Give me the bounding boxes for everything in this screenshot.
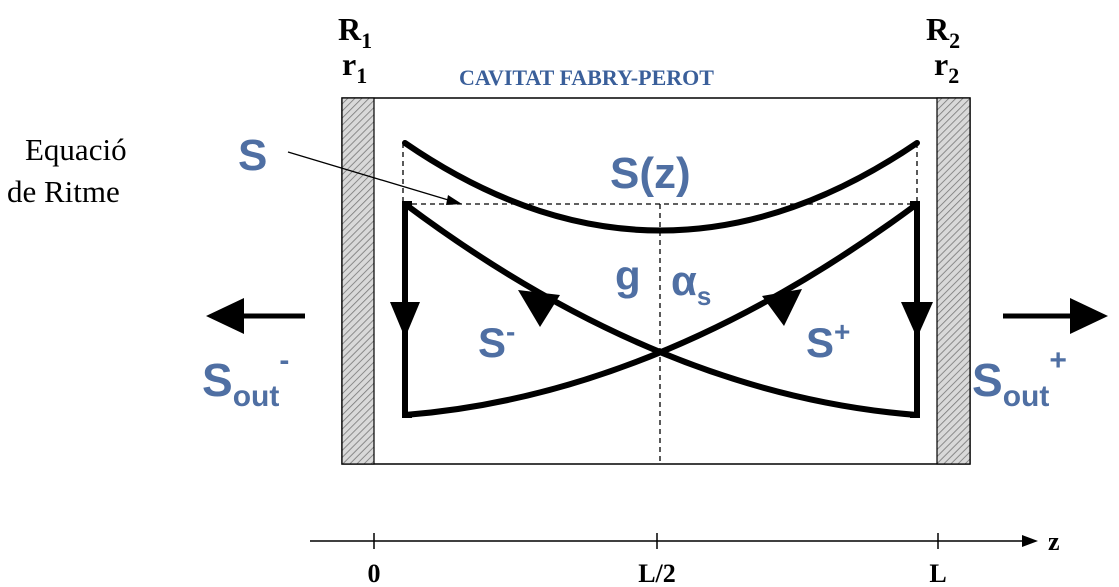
right-bottom-curve <box>403 201 918 418</box>
right-mirror-r-label: r2 <box>934 46 959 88</box>
s-minus-arrowhead <box>518 290 560 327</box>
cavity-title: CAVITAT FABRY-PEROT <box>459 65 714 90</box>
symbol-S-of-z: S(z) <box>610 149 691 198</box>
symbol-S-minus: S- <box>478 316 515 366</box>
right-output-arrowhead <box>1070 298 1108 334</box>
left-down-arrowhead <box>390 302 420 338</box>
symbol-S-out-minus: Sout- <box>202 344 289 413</box>
symbol-S: S <box>238 131 267 180</box>
rate-equation-pointer-line <box>287 151 456 203</box>
symbol-S-out-plus: Sout+ <box>972 344 1067 413</box>
z-axis-label: z <box>1048 527 1060 556</box>
left-mirror-r-label: r1 <box>342 46 367 88</box>
left-mirror <box>341 97 375 465</box>
z-axis-tick-label-0: 0 <box>368 559 381 587</box>
rate-equation-label-line1: Equació <box>25 132 127 167</box>
right-down-arrowhead <box>901 302 933 338</box>
left-output-arrowhead <box>206 298 244 334</box>
z-axis-tick-label-L: L <box>929 559 946 587</box>
symbol-S-plus: S+ <box>806 316 850 366</box>
symbol-alpha-s: αs <box>671 257 711 311</box>
right-mirror-R-label: R2 <box>926 11 960 53</box>
left-corner-join <box>402 201 412 418</box>
right-mirror <box>936 97 971 465</box>
rate-equation-label-line2: de Ritme <box>7 174 120 209</box>
left-mirror-R-label: R1 <box>338 11 372 53</box>
z-axis-arrowhead <box>1022 535 1038 547</box>
symbol-g: g <box>615 252 641 299</box>
s-plus-arrowhead <box>762 289 802 326</box>
photon-density-curve <box>402 140 920 234</box>
left-bottom-curve <box>404 201 919 418</box>
rate-equation-pointer-arrowhead <box>446 195 462 205</box>
right-corner-join <box>910 201 920 418</box>
z-axis-tick-label-half: L/2 <box>638 559 676 587</box>
